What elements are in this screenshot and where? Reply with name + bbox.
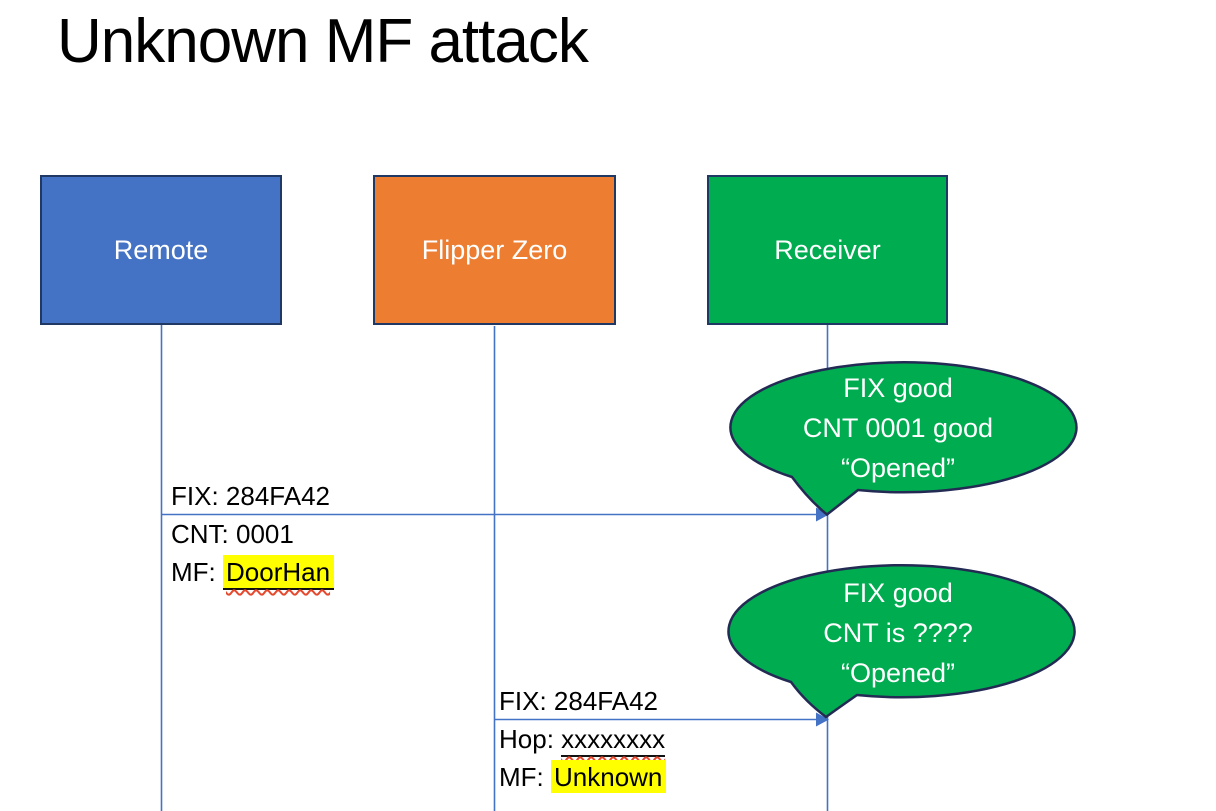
bubble-1-line-1: FIX good — [843, 373, 953, 403]
message-2-fix-line: FIX: 284FA42 — [499, 686, 658, 716]
message-1-cnt-line: CNT: 0001 — [171, 519, 294, 549]
message-1-mf-prefix: MF: — [171, 557, 223, 587]
speech-bubble-1-shape — [729, 361, 1078, 517]
message-2-mf-value-highlighted: Unknown — [551, 760, 667, 793]
message-1-fix-line: FIX: 284FA42 — [171, 481, 330, 511]
arrowhead-message-1 — [816, 507, 829, 522]
message-2-hop-spellcheck: xxxxxxxx — [561, 724, 666, 757]
message-2-hop-line: Hop: xxxxxxxx — [499, 720, 666, 758]
speech-bubble-2-shape — [727, 563, 1076, 719]
message-1-mf-spellcheck: DoorHan — [223, 555, 335, 590]
speech-bubble-2-text: FIX good CNT is ???? “Opened” — [725, 573, 1071, 693]
message-1-labels: FIX: 284FA42 CNT: 0001 MF: DoorHan — [171, 477, 335, 591]
bubble-2-line-3: “Opened” — [840, 658, 956, 688]
bubble-2-line-2: CNT is ???? — [823, 618, 973, 648]
message-2-hop-value-underlined: xxxxxxxx — [561, 724, 666, 757]
arrowhead-message-2 — [816, 712, 829, 727]
message-2-hop-prefix: Hop: — [499, 724, 562, 754]
actor-box-receiver: Receiver — [707, 175, 948, 325]
actor-label-remote: Remote — [113, 234, 209, 265]
message-1-mf-value-highlighted: DoorHan — [223, 555, 335, 590]
actor-box-remote: Remote — [40, 175, 282, 325]
slide-title: Unknown MF attack — [57, 7, 589, 76]
actor-label-receiver: Receiver — [774, 234, 881, 265]
message-2-mf-line: MF: Unknown — [499, 758, 667, 796]
message-1-mf-line: MF: DoorHan — [171, 553, 335, 591]
bubble-2-line-1: FIX good — [843, 578, 953, 608]
bubble-1-line-3: “Opened” — [840, 453, 956, 483]
message-2-mf-prefix: MF: — [499, 762, 551, 792]
bubble-1-line-2: CNT 0001 good — [802, 413, 994, 443]
message-2-labels: FIX: 284FA42 Hop: xxxxxxxx MF: Unknown — [499, 682, 667, 796]
actor-label-flipper-zero: Flipper Zero — [421, 234, 568, 265]
speech-bubble-1-text: FIX good CNT 0001 good “Opened” — [725, 368, 1071, 488]
actor-box-flipper-zero: Flipper Zero — [373, 175, 616, 325]
